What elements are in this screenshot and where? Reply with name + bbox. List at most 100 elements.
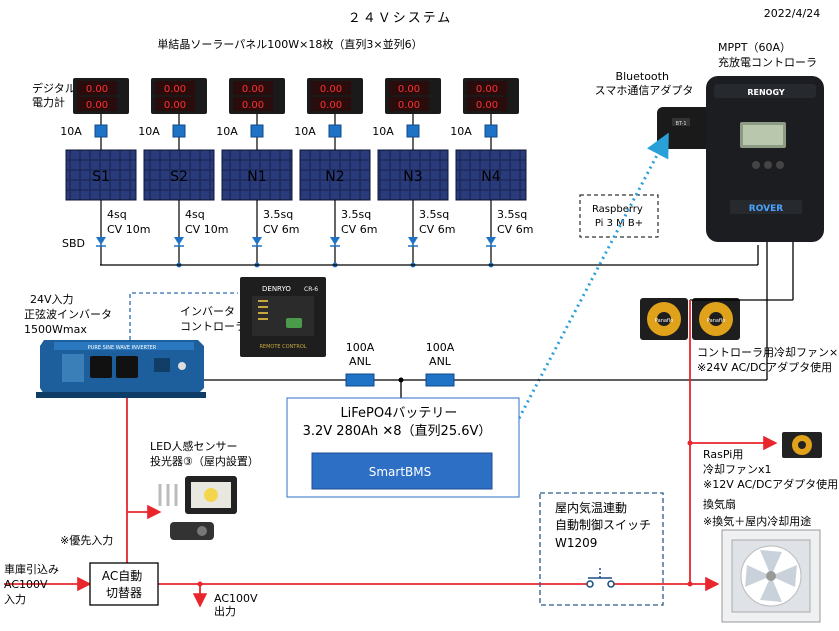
fuse-10a — [94, 124, 108, 138]
inverter: PURE SINE WAVE INVERTER — [36, 340, 206, 398]
fuse-10a — [406, 124, 420, 138]
ac-switcher — [89, 562, 159, 606]
mppt-label: MPPT（60A） 充放電コントローラ — [718, 41, 817, 69]
sbd-diode — [252, 237, 262, 245]
panel-id: N3 — [403, 169, 422, 185]
led-label: LED人感センサー 投光器③（屋内設置） — [150, 440, 259, 468]
mppt-brand: RENOGY — [747, 88, 785, 97]
thermo-switch-box — [539, 492, 664, 606]
sbd-diode — [486, 237, 496, 245]
inverter-label: 24V入力 正弦波インバータ 1500Wmax — [24, 293, 116, 336]
switch-symbol — [586, 566, 615, 588]
fuse-10a — [484, 124, 498, 138]
fuse-label: 10A — [138, 125, 160, 138]
remote-model: CR-6 — [304, 286, 318, 293]
fan-brand: Panaflo — [655, 318, 673, 324]
bluetooth-adapter-label: BT-1 — [675, 121, 686, 127]
fuse-10a — [250, 124, 264, 138]
digital-meter: 0.00 0.00 — [463, 78, 519, 114]
sbd-diode — [174, 237, 184, 245]
meter-current-readout: 0.00 — [476, 100, 498, 111]
raspberry-box — [579, 194, 659, 238]
ventilation-fan — [721, 529, 821, 623]
fuse-10a — [172, 124, 186, 138]
ac-out-label: AC100V 出力 — [214, 592, 261, 618]
panel-id: S2 — [170, 169, 188, 185]
meter-current-readout: 0.00 — [320, 100, 342, 111]
panel-heading: 単結晶ソーラーパネル100W×18枚（直列3×並列6） — [157, 37, 422, 51]
bms-box — [311, 452, 493, 490]
solar-panel — [299, 149, 371, 201]
fuse-label: 10A — [216, 125, 238, 138]
solar-panel — [377, 149, 449, 201]
panel-id: N4 — [481, 169, 500, 185]
fuse-10a — [328, 124, 342, 138]
thermo-switch-label: 屋内気温連動 自動制御スイッチ W1209 — [555, 500, 655, 550]
panel-id: N2 — [325, 169, 344, 185]
diagram-date: 2022/4/24 — [764, 7, 820, 20]
meter-label: デジタル 電力計 — [32, 81, 79, 109]
bluetooth-label: Bluetooth スマホ通信アダプタ — [595, 70, 694, 97]
meter-current-readout: 0.00 — [164, 100, 186, 111]
sbd-label: SBD — [62, 237, 85, 250]
digital-meter: 0.00 0.00 — [385, 78, 441, 114]
fuse-label: 10A — [294, 125, 316, 138]
bms-label: SmartBMS — [369, 465, 432, 479]
controller-fan-label: コントローラ用冷却ファン×2 ※24V AC/DCアダプタ使用 — [697, 346, 839, 374]
garage-label: 車庫引込み AC100V 入力 — [4, 562, 63, 606]
meter-voltage-readout: 0.00 — [476, 84, 498, 95]
digital-meter: 0.00 0.00 — [73, 78, 129, 114]
raspi-fan-label: RasPi用 冷却ファンx1 ※12V AC/DCアダプタ使用 — [703, 448, 838, 491]
sbd-diode — [330, 237, 340, 245]
raspi-fan — [782, 432, 822, 458]
remote-controller: DENRYO CR-6 REMOTE CONTROL — [240, 277, 326, 357]
remote-brand: DENRYO — [262, 285, 291, 293]
inverter-controller-label: インバータ コントローラ — [180, 305, 246, 333]
meter-voltage-readout: 0.00 — [242, 84, 264, 95]
solar-panel — [143, 149, 215, 201]
mppt-controller: RENOGY ROVER — [706, 76, 824, 242]
digital-meter: 0.000.00 — [307, 78, 363, 114]
meter-current-readout: 0.00 — [86, 100, 108, 111]
fuse-label: 10A — [372, 125, 394, 138]
meter-current-readout: 0.00 — [398, 100, 420, 111]
solar-panel — [221, 149, 293, 201]
fan-brand: Panaflo — [707, 318, 725, 324]
ac-switcher-label: AC自動 切替器 — [102, 569, 146, 600]
inverter-panel-text: PURE SINE WAVE INVERTER — [88, 345, 157, 351]
battery-label: LiFePO4バッテリー 3.2V 280Ah ✕8（直列25.6V） — [303, 406, 492, 439]
panel-id: S1 — [92, 169, 110, 185]
mppt-model: ROVER — [749, 204, 783, 214]
controller-fans: Panaflo Panaflo — [640, 298, 740, 340]
meter-voltage-readout: 0.00 — [164, 84, 186, 95]
fuse-label: 10A — [450, 125, 472, 138]
page-title: ２４Ｖシステム — [348, 11, 453, 26]
ventilation-label: 換気扇 ※換気＋屋内冷却用途 — [703, 497, 811, 528]
bluetooth-data-link — [491, 132, 669, 472]
meter-voltage-readout: 0.00 — [86, 84, 108, 95]
bluetooth-adapter: BT-1 — [657, 107, 713, 149]
digital-meter: 0.00 0.00 — [151, 78, 207, 114]
remote-link — [129, 292, 238, 340]
meter-current-readout: 0.00 — [242, 100, 264, 111]
fuse-label: 10A — [60, 125, 82, 138]
meter-voltage-readout: 0.00 — [398, 84, 420, 95]
led-floodlight — [158, 476, 237, 540]
sbd-diode — [408, 237, 418, 245]
sbd-diode — [96, 237, 106, 245]
